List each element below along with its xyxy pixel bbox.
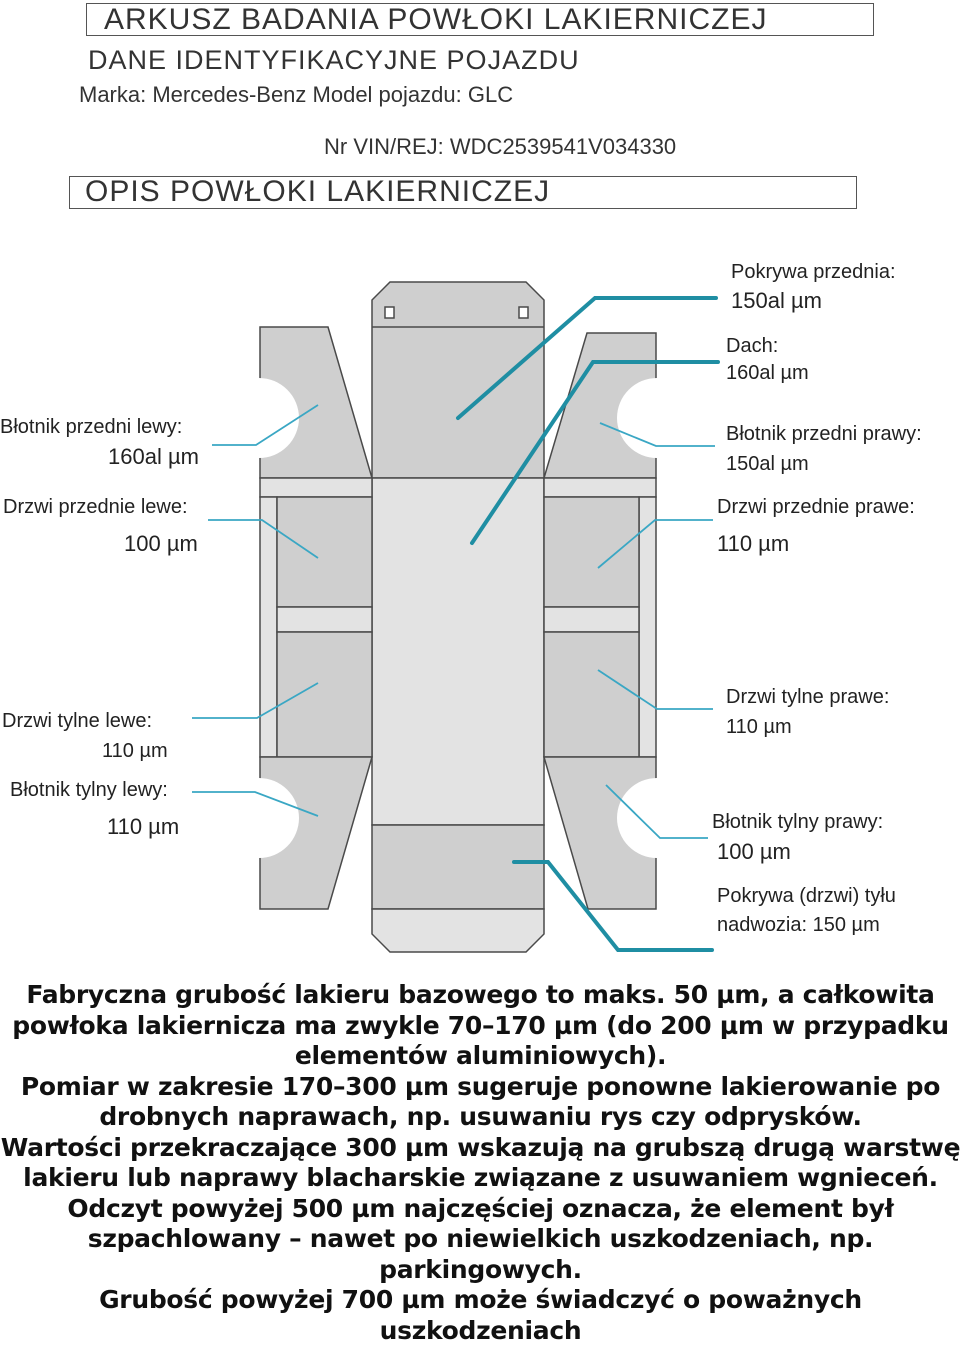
hood-label: Pokrywa przednia: xyxy=(731,261,896,283)
front-right-fender-value: 150al µm xyxy=(726,453,809,475)
rear-bumper xyxy=(371,908,545,953)
rear-right-door-leader xyxy=(597,669,713,710)
rear-left-door-leader xyxy=(192,682,319,719)
roof-label: Dach: xyxy=(726,335,779,357)
front-left-door-value: 100 µm xyxy=(124,531,198,556)
front-left-fender-leader xyxy=(212,404,319,446)
coating-section-heading: OPIS POWŁOKI LAKIERNICZEJ xyxy=(85,175,551,208)
note-repainting: Pomiar w zakresie 170–300 µm sugeruje po… xyxy=(20,1071,941,1132)
hood-value: 150al µm xyxy=(731,288,822,313)
vehicle-section-heading: DANE IDENTYFIKACYJNE POJAZDU xyxy=(88,45,580,75)
coating-notes: Fabryczna grubość lakieru bazowego to ma… xyxy=(0,980,961,1346)
coating-section-box xyxy=(69,176,857,209)
rear-left-fender-leader xyxy=(192,791,319,817)
title-box xyxy=(86,3,874,36)
roof-leader xyxy=(470,360,720,545)
rear-left-door xyxy=(276,631,373,758)
front-left-door-label: Drzwi przednie lewe: xyxy=(3,496,188,518)
note-filler: Odczyt powyżej 500 µm najczęściej oznacz… xyxy=(67,1193,894,1284)
front-left-door-leader xyxy=(208,519,319,559)
rear-right-door-value: 110 µm xyxy=(726,716,792,738)
note-body-repair: Wartości przekraczające 300 µm wskazują … xyxy=(0,1132,961,1193)
front-right-door-leader xyxy=(597,519,713,569)
roof-panel xyxy=(371,477,545,826)
front-left-fender-label: Błotnik przedni lewy: xyxy=(0,416,183,438)
hood-panel xyxy=(371,281,545,479)
sheet-title: ARKUSZ BADANIA POWŁOKI LAKIERNICZEJ xyxy=(104,3,768,36)
rear-right-fender-value: 100 µm xyxy=(717,839,791,864)
make-model: Marka: Mercedes-Benz Model pojazdu: GLC xyxy=(79,82,514,107)
front-right-door xyxy=(543,496,640,608)
note-base-coat: Fabryczna grubość lakieru bazowego to ma… xyxy=(12,980,949,1070)
vin-number: Nr VIN/REJ: WDC2539541V034330 xyxy=(324,134,677,159)
tailgate-leader xyxy=(512,860,714,952)
tailgate-label: Pokrywa (drzwi) tyłu xyxy=(717,885,896,907)
note-serious-damage: Grubość powyżej 700 µm może świadczyć o … xyxy=(99,1285,862,1345)
rear-left-fender-label: Błotnik tylny lewy: xyxy=(10,779,168,801)
rear-left-door-label: Drzwi tylne lewe: xyxy=(2,710,153,732)
car-body-diagram xyxy=(192,281,720,953)
rear-right-fender-leader xyxy=(605,784,708,839)
front-left-fender-value: 160al µm xyxy=(108,444,199,469)
tailgate-value: nadwozia: 150 µm xyxy=(717,914,880,936)
front-right-door-label: Drzwi przednie prawe: xyxy=(717,496,915,518)
front-right-fender-leader xyxy=(599,422,715,447)
front-left-door xyxy=(276,496,373,608)
rear-right-door-label: Drzwi tylne prawe: xyxy=(726,686,890,708)
rear-right-door xyxy=(543,631,640,758)
front-right-fender-label: Błotnik przedni prawy: xyxy=(726,423,922,445)
rear-right-fender-label: Błotnik tylny prawy: xyxy=(712,811,884,833)
roof-value: 160al µm xyxy=(726,362,809,384)
tailgate-panel xyxy=(371,824,545,910)
rear-left-door-value: 110 µm xyxy=(102,740,168,762)
rear-left-fender-value: 110 µm xyxy=(107,814,180,839)
hood-leader xyxy=(456,296,718,420)
front-right-door-value: 110 µm xyxy=(717,531,790,556)
